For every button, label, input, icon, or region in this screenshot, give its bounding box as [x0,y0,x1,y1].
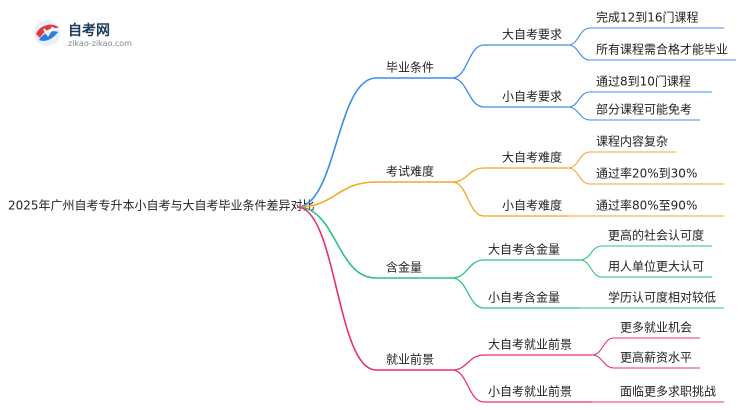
root-topic: 2025年广州自考专升本小自考与大自考毕业条件差异对比 [8,198,315,213]
category-0-1-label: 小自考要求 [502,90,562,104]
logo-name: 自考网 [68,23,110,39]
leaf-connector [579,245,603,261]
branch-connector [296,206,377,279]
category-0-0-label: 大自考要求 [502,28,562,42]
category-connector [451,277,485,309]
leaf-connector [567,151,591,169]
branch-1-label: 考试难度 [386,164,434,179]
category-3-1-label: 小自考就业前景 [488,384,572,399]
leaf-2-1-0: 学历认可度相对较低 [608,290,716,305]
category-connector [451,259,485,279]
leaf-1-1-0: 通过率80%至90% [596,198,697,213]
leaf-connector [579,259,603,278]
branch-connector [296,181,377,208]
logo-url: zikao-zikao.com [68,39,132,48]
leaf-1-0-0: 课程内容复杂 [596,134,668,149]
logo-emblem-icon [34,20,60,46]
leaf-3-1-0: 面临更多求职挑战 [620,385,716,399]
leaf-3-0-0: 更多就业机会 [620,321,692,335]
branch-3-label: 就业前景 [386,352,434,367]
branch-connector [296,77,377,208]
category-connector [451,369,485,403]
category-connector [451,181,485,217]
category-3-0-label: 大自考就业前景 [488,337,572,352]
category-connector [451,44,485,79]
leaf-0-1-0: 通过8到10门课程 [596,74,691,89]
category-connector [451,167,485,183]
leaf-connector [591,354,615,369]
leaf-1-0-1: 通过率20%到30% [596,166,697,181]
category-1-1-label: 小自考难度 [502,198,562,213]
leaf-0-0-0: 完成12到16门课程 [596,10,699,25]
branch-connector [296,206,377,371]
leaf-connector [567,44,591,61]
branch-2-label: 含金量 [386,260,422,275]
leaf-connector [567,91,591,108]
leaf-connector [567,167,591,185]
site-logo[interactable]: 自考网 zikao-zikao.com [30,18,150,54]
leaf-3-0-1: 更高薪资水平 [620,350,692,365]
category-connector [451,77,485,108]
leaf-connector [567,106,591,121]
leaf-0-1-1: 部分课程可能免考 [596,102,692,117]
leaf-2-0-0: 更高的社会认可度 [608,228,704,243]
leaf-connector [591,337,615,356]
leaf-2-0-1: 用人单位更大认可 [608,259,704,274]
category-1-0-label: 大自考难度 [502,150,562,165]
leaf-0-0-1: 所有课程需合格才能毕业 [596,42,728,57]
category-connector [451,354,485,371]
branch-0-label: 毕业条件 [386,61,434,75]
category-2-0-label: 大自考含金量 [488,242,560,257]
category-2-1-label: 小自考含金量 [488,290,560,305]
leaf-connector [567,27,591,46]
